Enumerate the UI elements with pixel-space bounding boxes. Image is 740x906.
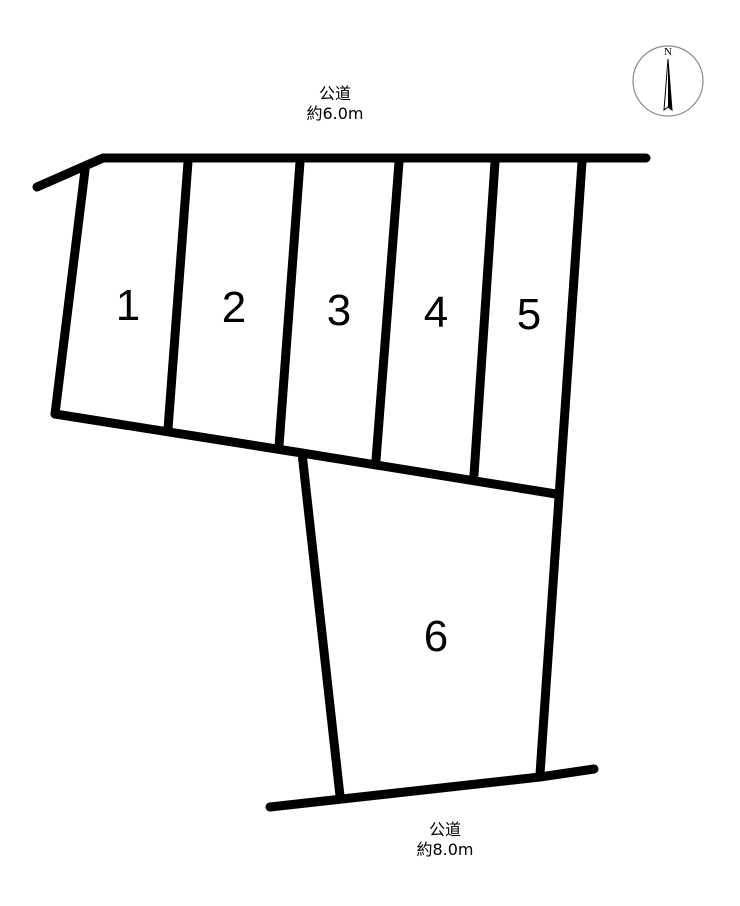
road-label-bottom: 公道 約8.0m [360, 820, 530, 860]
lot-divider-4-5 [469, 157, 500, 480]
lot-number-1: 1 [116, 281, 140, 330]
lot-divider-3-4 [371, 157, 404, 465]
lot-number-3: 3 [327, 286, 351, 335]
road-edge-bottom [265, 764, 599, 812]
north-label: N [664, 46, 672, 58]
lot-number-4: 4 [424, 288, 448, 337]
north-arrow-icon: N [632, 45, 704, 117]
road-edge-top [32, 153, 651, 192]
lot-number-2: 2 [222, 283, 246, 332]
lot-boundary-right [535, 157, 587, 779]
lot-number-6: 6 [424, 612, 448, 661]
lot-number-5: 5 [517, 290, 541, 339]
lot-6-boundary-left [297, 448, 345, 801]
lot-divider-1-2 [163, 157, 193, 434]
road-label-top: 公道 約6.0m [250, 84, 420, 124]
road-name-top: 公道 [318, 84, 351, 103]
road-width-bottom: 約8.0m [416, 840, 474, 859]
road-width-top: 約6.0m [306, 104, 364, 123]
lot-divider-2-3 [274, 157, 305, 451]
lot-boundary-left [50, 165, 90, 419]
road-name-bottom: 公道 [428, 820, 461, 839]
